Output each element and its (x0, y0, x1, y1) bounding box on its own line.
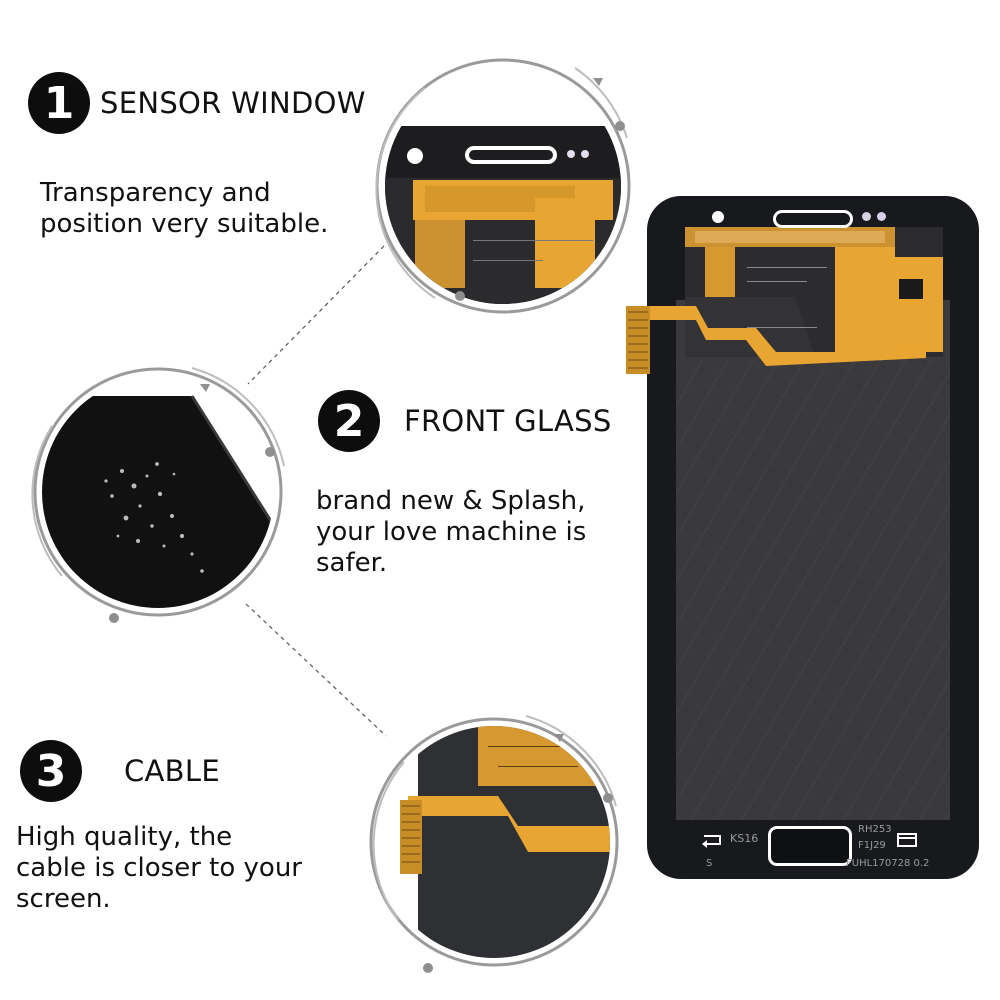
serial-number: FUHL170728 0.2 (846, 858, 930, 869)
zoom-front-glass (42, 376, 274, 608)
feature-description-front-glass: brand new & Splash, your love machine is… (316, 486, 586, 579)
recent-apps-key-icon (897, 833, 917, 847)
badge-number: 1 (43, 77, 75, 129)
earpiece-slot (773, 210, 853, 228)
feature-description-sensor-window: Transparency and position very suitable. (40, 178, 328, 240)
description-line: your love machine is (316, 517, 587, 547)
description-line: screen. (16, 884, 111, 914)
description-line: brand new & Splash, (316, 486, 586, 516)
flex-circuit-board (685, 227, 943, 357)
description-line: position very suitable. (40, 209, 329, 239)
zoom-ring-1 (375, 58, 631, 314)
back-key-icon (702, 835, 721, 848)
badge-number: 3 (35, 745, 67, 797)
home-button[interactable] (768, 826, 852, 866)
description-line: safer. (316, 548, 388, 578)
front-camera-icon (712, 211, 724, 223)
feature-title-cable: CABLE (124, 754, 220, 788)
number-badge-2: 2 (318, 390, 380, 452)
description-line: Transparency and (40, 178, 271, 208)
feature-description-cable: High quality, the cable is closer to you… (16, 822, 302, 915)
display-texture (676, 360, 950, 820)
panel-mark-s: S (706, 858, 713, 869)
zoom-ring-3 (369, 715, 619, 973)
description-line: High quality, the (16, 822, 233, 852)
feature-title-sensor-window: SENSOR WINDOW (100, 86, 366, 120)
sensor-dot (877, 212, 886, 221)
zoom-cable (378, 726, 610, 958)
panel-code-1: RH253 (858, 824, 892, 835)
number-badge-1: 1 (28, 72, 90, 134)
cable-closeup (400, 726, 610, 958)
model-mark: KS16 (730, 832, 759, 845)
feature-title-front-glass: FRONT GLASS (404, 404, 612, 438)
description-line: cable is closer to your (16, 853, 302, 883)
side-flex-cable (626, 306, 926, 374)
panel-code-2: F1J29 (858, 840, 886, 851)
front-glass-closeup (42, 395, 274, 608)
badge-number: 2 (333, 395, 365, 447)
zoom-ring-2 (31, 367, 285, 623)
number-badge-3: 3 (20, 740, 82, 802)
display-panel (676, 300, 950, 820)
sensor-dot (862, 212, 871, 221)
